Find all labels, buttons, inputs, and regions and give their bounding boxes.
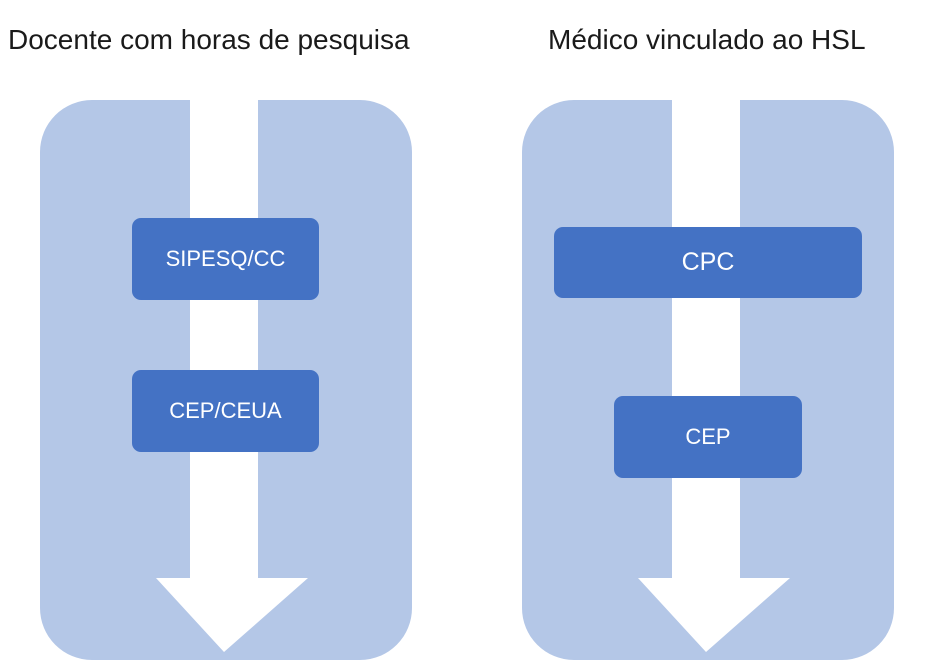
column-2-down-arrow-icon	[638, 100, 790, 652]
column-2-step-1-box: CPC	[554, 227, 862, 298]
column-2-step-2-box: CEP	[614, 396, 802, 478]
column-2-panel	[522, 100, 894, 660]
column-2-heading: Médico vinculado ao HSL	[548, 24, 866, 55]
column-1-step-2-box: CEP/CEUA	[132, 370, 319, 452]
column-1-step-1-box: SIPESQ/CC	[132, 218, 319, 300]
column-1-heading: Docente com horas de pesquisa	[8, 24, 410, 55]
